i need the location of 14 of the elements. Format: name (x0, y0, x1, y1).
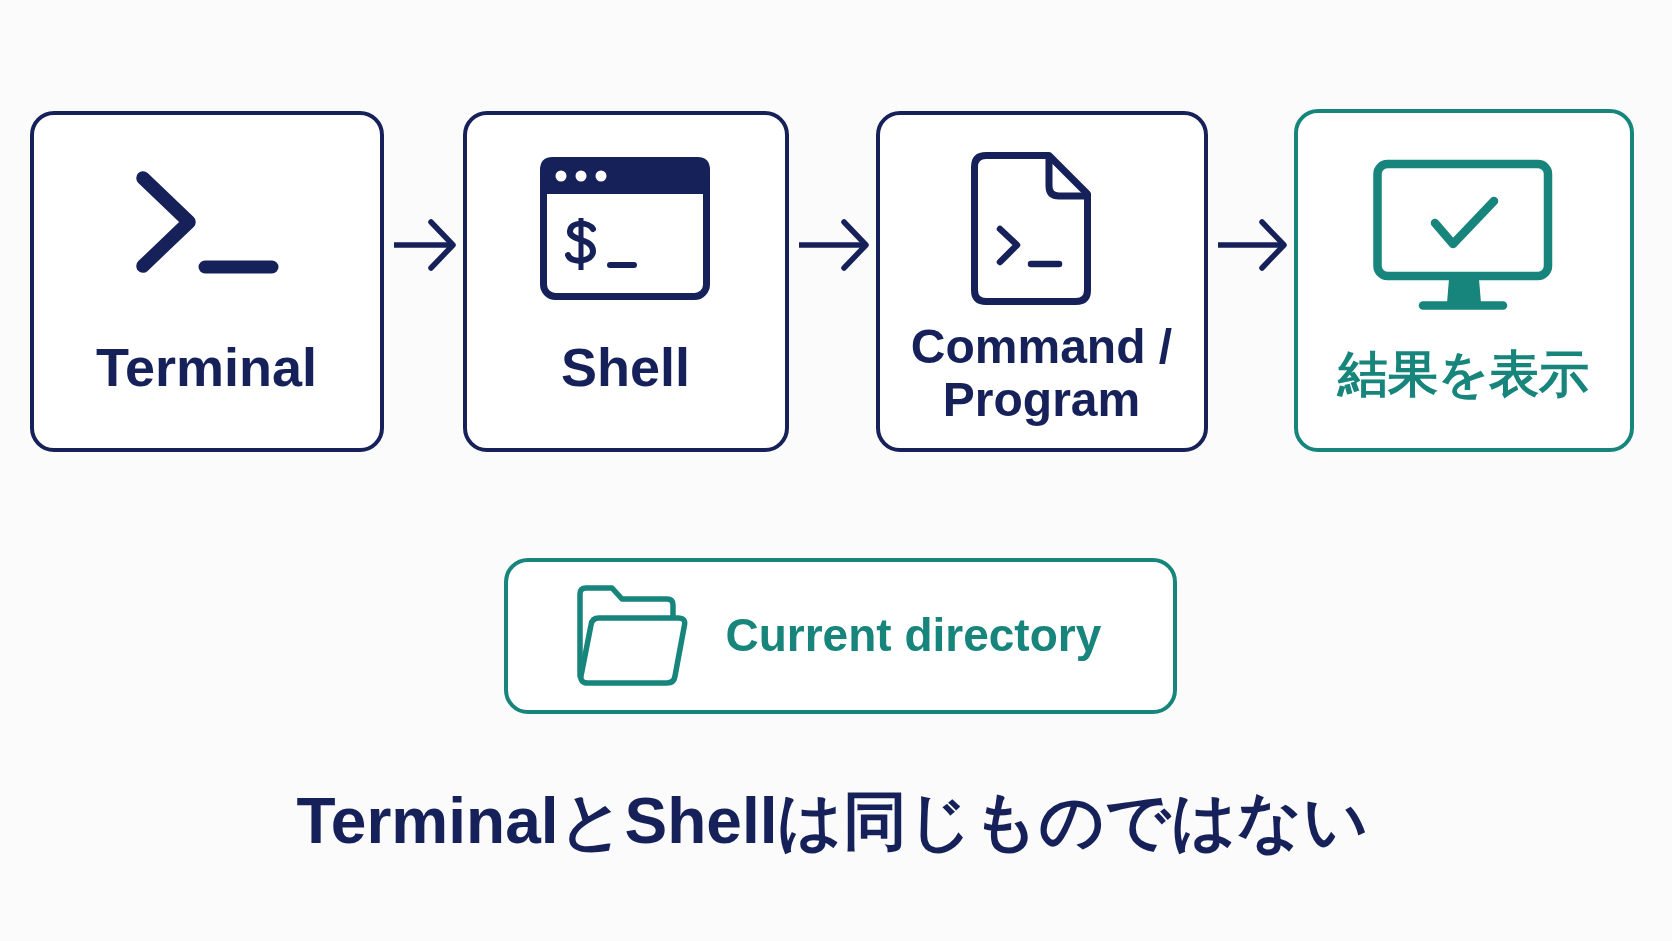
box-label: Command / Program (909, 319, 1174, 426)
caption: TerminalとShellは同じものではない (296, 784, 1370, 859)
box-label: Terminal (96, 336, 318, 399)
box-label: Shell (561, 336, 691, 399)
box-label: 結果を表示 (1338, 344, 1589, 404)
process-box (876, 111, 1208, 452)
arrow (1218, 219, 1287, 271)
arrow (394, 219, 456, 271)
arrow (799, 219, 869, 271)
process-box (30, 111, 384, 452)
info-box (504, 558, 1177, 714)
process-box (463, 111, 789, 452)
box-label: Current directory (725, 608, 1102, 663)
process-box (1294, 109, 1634, 452)
